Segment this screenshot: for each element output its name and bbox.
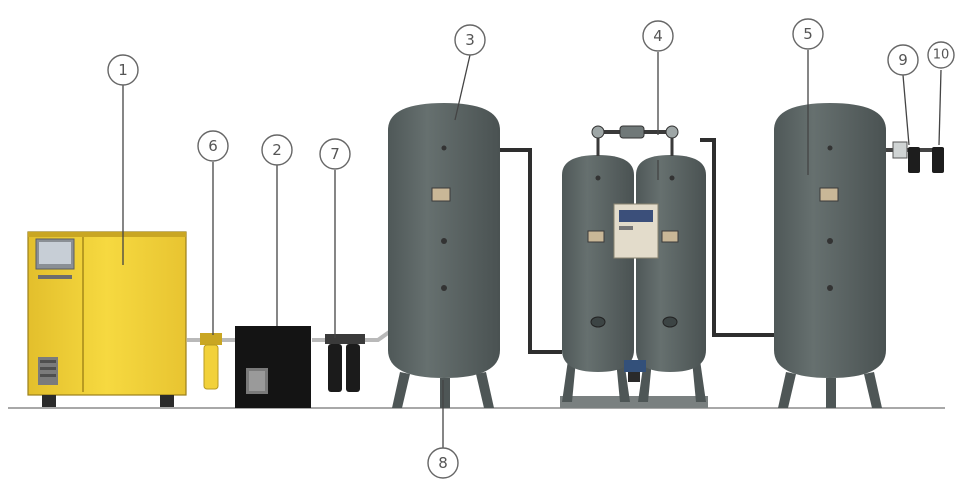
callout-6-label: 6 — [208, 137, 218, 155]
callout-3-label: 3 — [465, 31, 475, 49]
callout-10: 10 — [927, 41, 955, 69]
air-dryer — [235, 326, 311, 408]
callout-leaders — [122, 50, 942, 448]
line-filter-6 — [200, 333, 222, 390]
air-compressor — [27, 231, 187, 407]
air-receiver-tank — [388, 103, 500, 408]
outlet-valve-9 — [892, 141, 920, 173]
callout-3: 3 — [454, 24, 486, 56]
callout-9: 9 — [887, 44, 919, 76]
nitrogen-generator — [560, 125, 708, 408]
callout-2-label: 2 — [272, 141, 282, 159]
callout-4-label: 4 — [653, 27, 663, 45]
callout-10-label: 10 — [933, 48, 950, 63]
callout-1-label: 1 — [118, 61, 128, 79]
callout-7: 7 — [319, 138, 351, 170]
callout-5: 5 — [792, 18, 824, 50]
callout-2: 2 — [261, 134, 293, 166]
callout-4: 4 — [642, 20, 674, 52]
callout-5-label: 5 — [803, 25, 813, 43]
callout-8-label: 8 — [438, 454, 448, 472]
outlet-filter-10 — [932, 147, 944, 173]
callout-6: 6 — [197, 130, 229, 162]
nitrogen-receiver-tank — [774, 103, 886, 408]
line-filters-7 — [325, 334, 365, 392]
callout-7-label: 7 — [330, 145, 340, 163]
callout-8: 8 — [427, 447, 459, 479]
callout-1: 1 — [107, 54, 139, 86]
callout-9-label: 9 — [898, 51, 908, 69]
